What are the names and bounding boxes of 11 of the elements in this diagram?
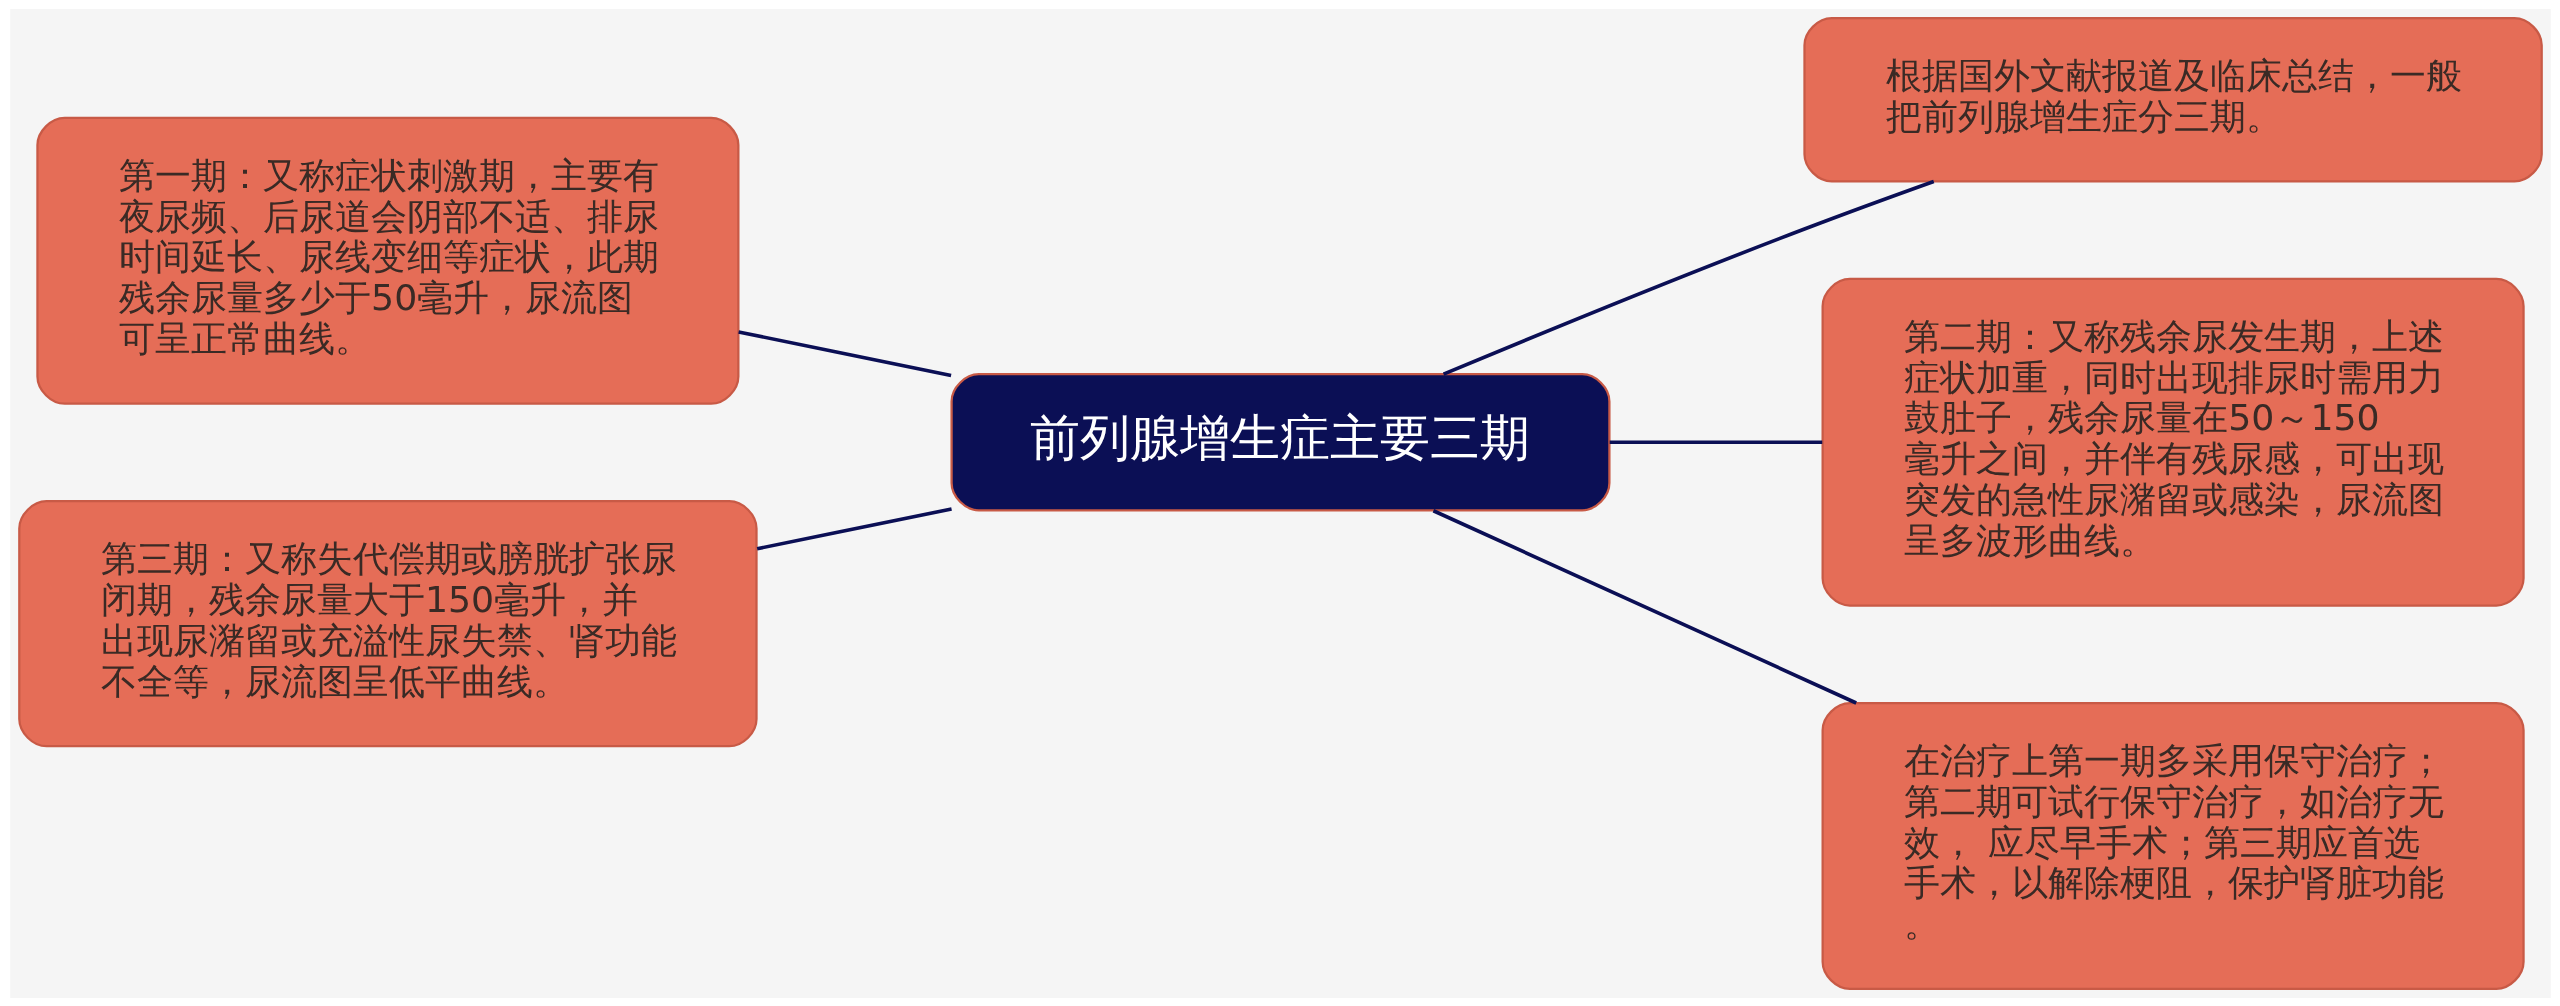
node-box: 根据国外文献报道及临床总结，一般把前列腺增生症分三期。 [1802, 16, 2543, 183]
connector [1442, 179, 1934, 376]
node-box: 第一期：又称症状刺激期，主要有夜尿频、后尿道会阴部不适、排尿时间延长、尿线变细等症状，此期残余尿量多少于50毫升，尿流图可呈正常曲线。 [35, 116, 739, 405]
node-box: 第二期：又称残余尿发生期，上述症状加重，同时出现排尿时需用力鼓肚子，残余尿量在50～150毫升之间，并伴有残尿感，可出现突发的急性尿潴留或感染，尿流图呈多波形曲线。 [1821, 277, 2525, 607]
node-box: 第三期：又称失代偿期或膀胱扩张尿闭期，残余尿量大于150毫升，并出现尿潴留或充溢性尿失禁、肾功能不全等，尿流图呈低平曲线。 [17, 499, 758, 747]
connector [1432, 508, 1857, 705]
connector [1609, 439, 1822, 444]
node-box: 在治疗上第一期多采用保守治疗；第二期可试行保守治疗，如治疗无效， 应尽早手术；第三期应首选手术，以解除梗阻，保护肾脏功能。 [1821, 701, 2525, 990]
connector [737, 329, 951, 377]
connector [756, 506, 952, 550]
node-box: 前列腺增生症主要三期 [949, 372, 1611, 511]
